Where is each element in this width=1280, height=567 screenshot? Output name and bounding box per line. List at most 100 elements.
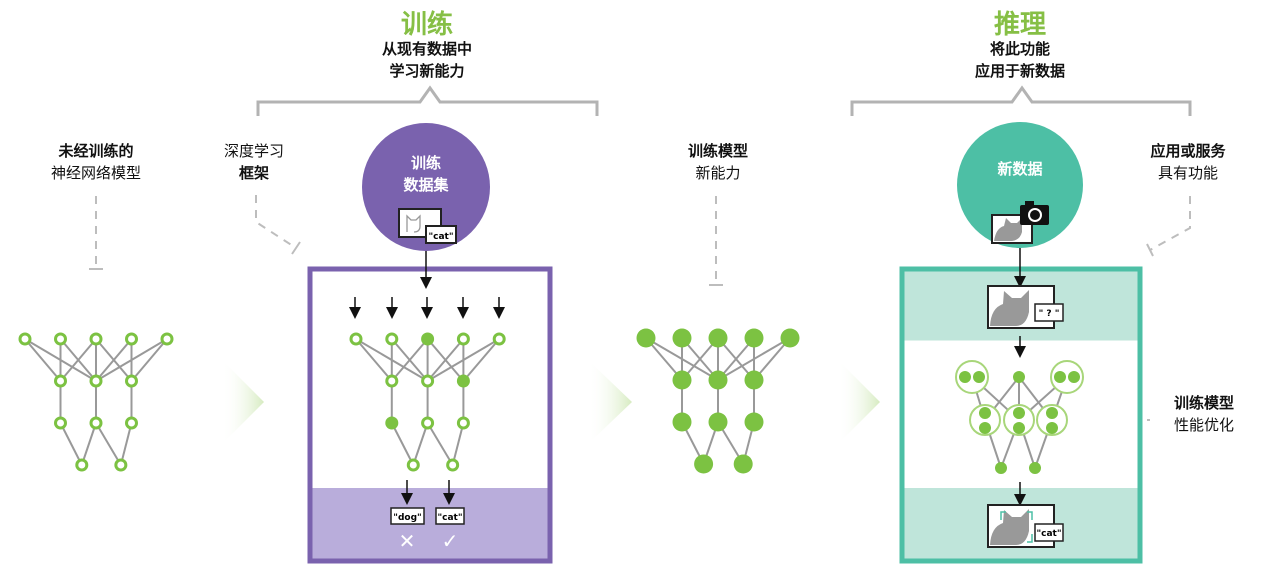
output-tag-cat-box: [435, 507, 465, 525]
network-node: [672, 328, 692, 348]
optimized-network: [955, 360, 1084, 474]
network-node: [1029, 462, 1041, 474]
inference-bracket: [850, 85, 1192, 116]
network-node: [973, 371, 985, 383]
network-node: [744, 328, 764, 348]
network-edge: [451, 422, 465, 466]
training-dataset-line2: 数据集: [403, 176, 449, 194]
trained-label-normal: 新能力: [695, 164, 741, 182]
network-node: [492, 332, 506, 346]
network-edge: [390, 422, 415, 466]
framework-label-normal: 深度学习: [223, 142, 284, 160]
network-node: [385, 332, 399, 346]
network-node: [456, 332, 470, 346]
network-edge: [717, 337, 791, 381]
training-input-arrows: [349, 297, 505, 319]
network-edge: [59, 338, 97, 382]
network-node: [385, 374, 399, 388]
node-group-outline: [1050, 360, 1084, 394]
camera-icon: [1020, 201, 1049, 225]
untrained-label-bold: 未经训练的: [58, 142, 134, 160]
network-node: [125, 416, 138, 430]
optimized-model-label: 训练模型 性能优化: [1144, 392, 1264, 436]
chevron-arrow-3: [838, 360, 880, 444]
network-node: [636, 328, 656, 348]
framework-leader-cap: [291, 241, 301, 255]
training-title: 训练: [400, 10, 453, 40]
network-node: [979, 407, 991, 419]
training-dataset-circle: [362, 123, 490, 251]
optimized-label-normal: 性能优化: [1173, 416, 1234, 434]
network-edge: [391, 338, 429, 382]
inference-subtitle-line1: 将此功能: [989, 40, 1050, 58]
framework-label: 深度学习 框架: [184, 140, 324, 184]
network-node: [708, 328, 728, 348]
untrained-label-normal: 神经网络模型: [50, 164, 141, 182]
network-edge: [462, 338, 500, 382]
network-node: [456, 374, 470, 388]
output-tag-cat: "cat": [437, 513, 462, 523]
network-edge: [427, 338, 500, 382]
app-leader-cap: [1146, 243, 1154, 257]
trained-model-label: 训练模型 新能力: [648, 140, 788, 184]
network-node: [694, 454, 714, 474]
inference-title: 推理: [993, 10, 1046, 40]
network-edge: [130, 338, 168, 382]
network-edge: [95, 338, 168, 382]
network-node: [406, 458, 420, 472]
result-tag: "cat": [1036, 529, 1061, 539]
node-group-outline: [955, 360, 989, 394]
output-tag-dog: "dog": [393, 513, 421, 523]
network-node: [75, 458, 89, 472]
output-tag-dog-box: [390, 507, 425, 525]
training-dataset-line1: 训练: [410, 154, 441, 172]
app-service-label: 应用或服务 具有功能: [1118, 140, 1258, 184]
framework-label-bold: 框架: [238, 164, 269, 182]
new-data-circle: [957, 122, 1083, 248]
app-leader-line: [1149, 196, 1191, 251]
training-subtitle: 从现有数据中 学习新能力: [327, 38, 527, 82]
trained-network: [636, 328, 800, 474]
app-label-normal: 具有功能: [1157, 164, 1218, 182]
network-node: [959, 371, 971, 383]
network-node: [125, 332, 138, 346]
network-node: [421, 374, 435, 388]
network-node: [54, 374, 67, 388]
network-node: [54, 332, 67, 346]
network-node: [708, 370, 728, 390]
check-icon: ✓: [442, 529, 459, 553]
result-tag-box: [1034, 523, 1064, 542]
training-subtitle-line2: 学习新能力: [389, 62, 465, 80]
network-node: [385, 416, 399, 430]
network-node: [733, 454, 753, 474]
network-edge: [412, 422, 429, 466]
network-node: [1013, 371, 1025, 383]
network-edge: [119, 422, 133, 466]
network-node: [89, 374, 103, 388]
network-node: [995, 462, 1007, 474]
network-node: [421, 416, 435, 430]
training-network: [349, 332, 506, 472]
network-edge: [95, 338, 133, 382]
network-node: [456, 416, 470, 430]
query-tag: " ? ": [1039, 309, 1060, 319]
network-node: [18, 332, 32, 346]
network-node: [1013, 422, 1025, 434]
training-dataset-tag: "cat": [428, 232, 453, 242]
network-node: [672, 370, 692, 390]
network-node: [54, 416, 67, 430]
network-node: [1054, 371, 1066, 383]
optimized-label-bold: 训练模型: [1173, 394, 1234, 412]
training-bracket: [256, 85, 599, 116]
network-node: [89, 332, 103, 346]
network-edge: [355, 338, 393, 382]
query-tag-box: [1034, 303, 1064, 322]
node-group-outline: [1003, 404, 1035, 436]
chevron-arrow-1: [222, 360, 264, 444]
network-node: [780, 328, 800, 348]
network-node: [114, 458, 128, 472]
network-edge: [426, 338, 465, 382]
network-edge: [80, 422, 97, 466]
network-node: [446, 458, 460, 472]
framework-leader-line: [255, 195, 297, 249]
